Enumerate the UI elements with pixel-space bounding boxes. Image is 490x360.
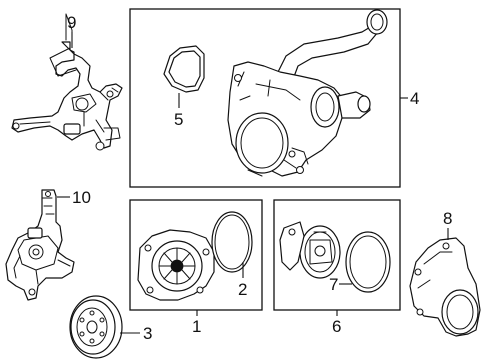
part-9-valve-bracket bbox=[11, 13, 123, 151]
part-7-thermostat-seal bbox=[345, 231, 391, 293]
part-8-outlet-housing bbox=[409, 237, 481, 337]
callout-8: 8 bbox=[443, 209, 452, 228]
callout-2: 2 bbox=[238, 280, 247, 299]
part-6-thermostat bbox=[279, 221, 341, 279]
part-4-thermostat-housing bbox=[227, 9, 388, 177]
callout-1: 1 bbox=[192, 317, 201, 336]
part-1-water-pump bbox=[137, 229, 215, 301]
callout-5: 5 bbox=[174, 110, 183, 129]
callout-10: 10 bbox=[72, 188, 91, 207]
part-3-pulley bbox=[69, 295, 123, 359]
callout-4: 4 bbox=[410, 89, 419, 108]
callout-9: 9 bbox=[67, 13, 76, 32]
part-5-gasket bbox=[163, 45, 205, 93]
callout-3: 3 bbox=[143, 324, 152, 343]
part-10-auxiliary-pump bbox=[5, 189, 75, 301]
water-pump-group-frame bbox=[129, 199, 263, 311]
part-2-seal-ring bbox=[211, 211, 253, 273]
callout-7: 7 bbox=[329, 275, 338, 294]
leader-lines bbox=[57, 32, 449, 334]
callout-6: 6 bbox=[332, 317, 341, 336]
